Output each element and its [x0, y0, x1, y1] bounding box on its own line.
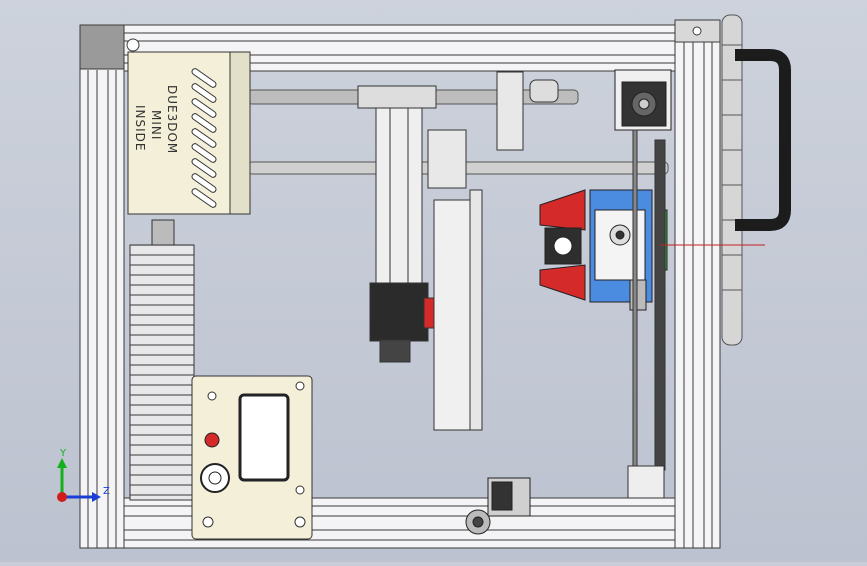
x-axis-dot	[57, 492, 67, 502]
psu-label-line2: MINI	[149, 110, 163, 140]
axis-triad: Y Z	[57, 448, 110, 502]
carry-handle	[735, 49, 791, 231]
bottom-stepper	[465, 477, 531, 535]
psu-label-line3: INSIDE	[133, 105, 147, 152]
z-rails-right	[627, 129, 666, 499]
cable-chain	[721, 14, 743, 346]
y-carriage-bracket	[496, 71, 559, 151]
y-axis-label: Y	[59, 448, 67, 459]
z-carriage	[357, 85, 483, 431]
power-supply: DUE3DOM MINI INSIDE	[127, 51, 251, 215]
heatsink-block	[129, 219, 195, 501]
aluminum-frame	[79, 19, 721, 549]
stepper-motor	[614, 69, 672, 131]
psu-label-line1: DUE3DOM	[165, 85, 179, 154]
control-panel	[191, 375, 313, 540]
z-axis-label: Z	[103, 486, 110, 497]
